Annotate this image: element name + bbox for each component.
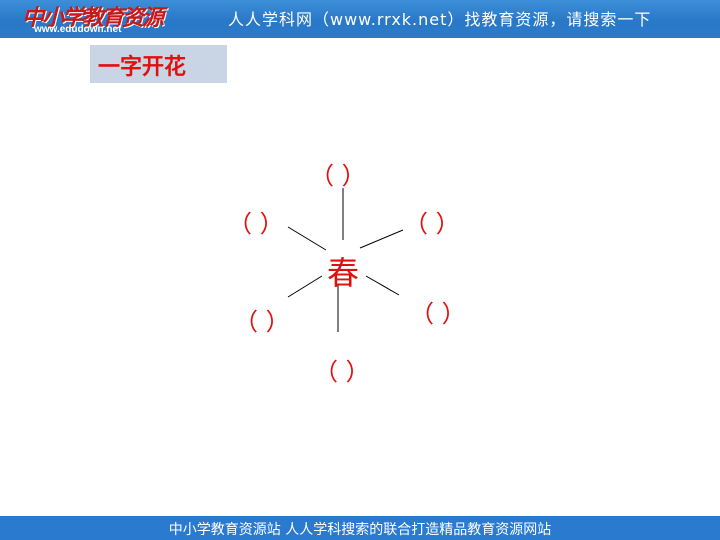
slide-title-box: 一字开花 <box>90 45 227 83</box>
center-character: 春 <box>327 254 360 292</box>
header-bar: 中小学教育资源 www.edudown.net 人人学科网（www.rrxk.n… <box>0 0 720 38</box>
spoke-upper-right <box>359 229 404 249</box>
site-logo-url[interactable]: www.edudown.net <box>34 24 122 35</box>
header-slogan: 人人学科网（www.rrxk.net）找教育资源，请搜索一下 <box>228 10 652 29</box>
blank-lower-left: （ ） <box>234 308 290 336</box>
blank-upper-right: （ ） <box>404 210 460 238</box>
spoke-upper-left <box>287 226 327 251</box>
footer-text: 中小学教育资源站 人人学科搜索的联合打造精品教育资源网站 <box>168 522 552 538</box>
blank-upper-left: （ ） <box>228 210 284 238</box>
footer-bar: 中小学教育资源站 人人学科搜索的联合打造精品教育资源网站 <box>0 516 720 540</box>
slide-title: 一字开花 <box>98 55 187 80</box>
blank-top: （ ） <box>310 162 366 190</box>
site-logo[interactable]: 中小学教育资源 <box>22 5 164 31</box>
blank-bottom: （ ） <box>314 358 370 386</box>
spoke-lower-right <box>365 275 400 296</box>
spoke-lower-left <box>287 275 323 298</box>
blank-lower-right: （ ） <box>410 300 466 328</box>
